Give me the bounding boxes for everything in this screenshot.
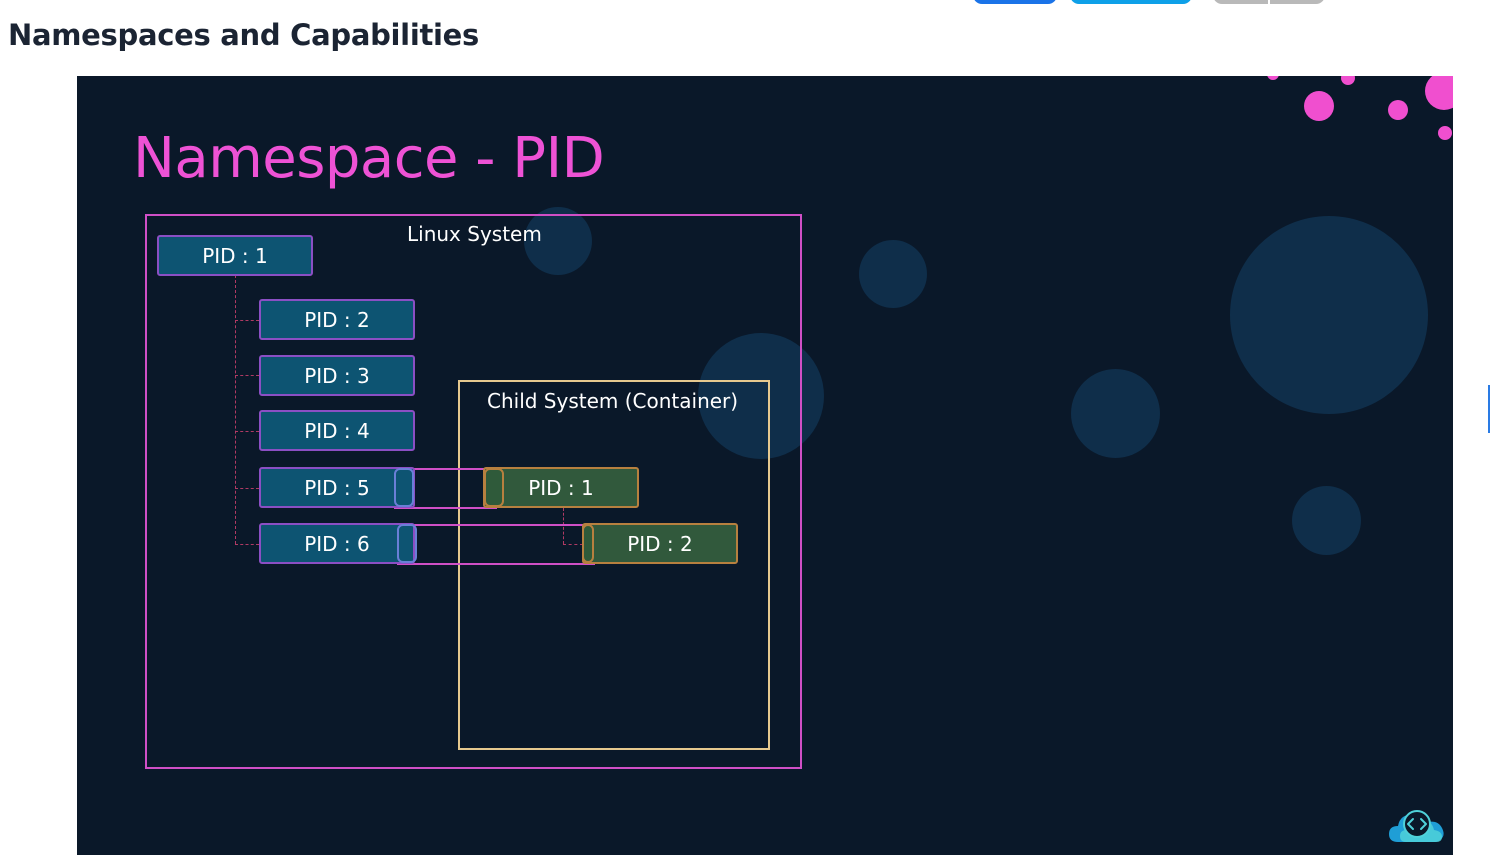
linux-system-boundary [145, 214, 802, 769]
background-bubble [524, 207, 592, 275]
tree-connector [235, 320, 259, 321]
decor-dot [1388, 100, 1408, 120]
host-pid-box: PID : 5 [259, 467, 415, 508]
host-pid-box: PID : 4 [259, 410, 415, 451]
lesson-title: Namespaces and Capabilities [8, 18, 479, 52]
tree-connector [235, 488, 259, 489]
tree-connector [235, 375, 259, 376]
top-toolbar-button-secondary[interactable] [1070, 0, 1192, 4]
background-bubble [698, 333, 824, 459]
connector-end-tab [397, 524, 417, 563]
background-bubble [1071, 369, 1160, 458]
pid-mapping-connector [397, 524, 595, 565]
connector-end-tab [394, 468, 414, 507]
connector-end-tab [484, 468, 504, 507]
tree-connector [235, 431, 259, 432]
host-pid-box: PID : 3 [259, 355, 415, 396]
button-group-divider [1268, 0, 1270, 4]
tree-connector [235, 275, 236, 544]
host-pid-box: PID : 1 [157, 235, 313, 276]
top-toolbar-button-primary[interactable] [973, 0, 1057, 4]
decor-dot [1267, 76, 1279, 80]
tree-connector [563, 508, 564, 544]
slide-title: Namespace - PID [133, 126, 605, 191]
linux-system-label: Linux System [407, 222, 542, 246]
container-pid-box: PID : 2 [582, 523, 738, 564]
scroll-indicator[interactable] [1488, 385, 1490, 433]
tree-connector [235, 544, 259, 545]
pid-mapping-connector [394, 468, 497, 509]
background-bubble [1230, 216, 1428, 414]
slide: Namespace - PID Linux System Child Syste… [77, 76, 1453, 855]
decor-dot [1341, 76, 1355, 85]
host-pid-box: PID : 2 [259, 299, 415, 340]
background-bubble [859, 240, 927, 308]
host-pid-box: PID : 6 [259, 523, 415, 564]
child-system-label: Child System (Container) [487, 389, 739, 413]
container-pid-box: PID : 1 [483, 467, 639, 508]
child-system-boundary [458, 380, 770, 750]
connector-end-tab [582, 524, 594, 563]
cloud-code-icon [1389, 810, 1444, 842]
decor-dot [1438, 126, 1452, 140]
tree-connector [563, 544, 583, 545]
decor-dot [1304, 91, 1334, 121]
decor-dot [1425, 76, 1453, 110]
background-bubble [1292, 486, 1361, 555]
